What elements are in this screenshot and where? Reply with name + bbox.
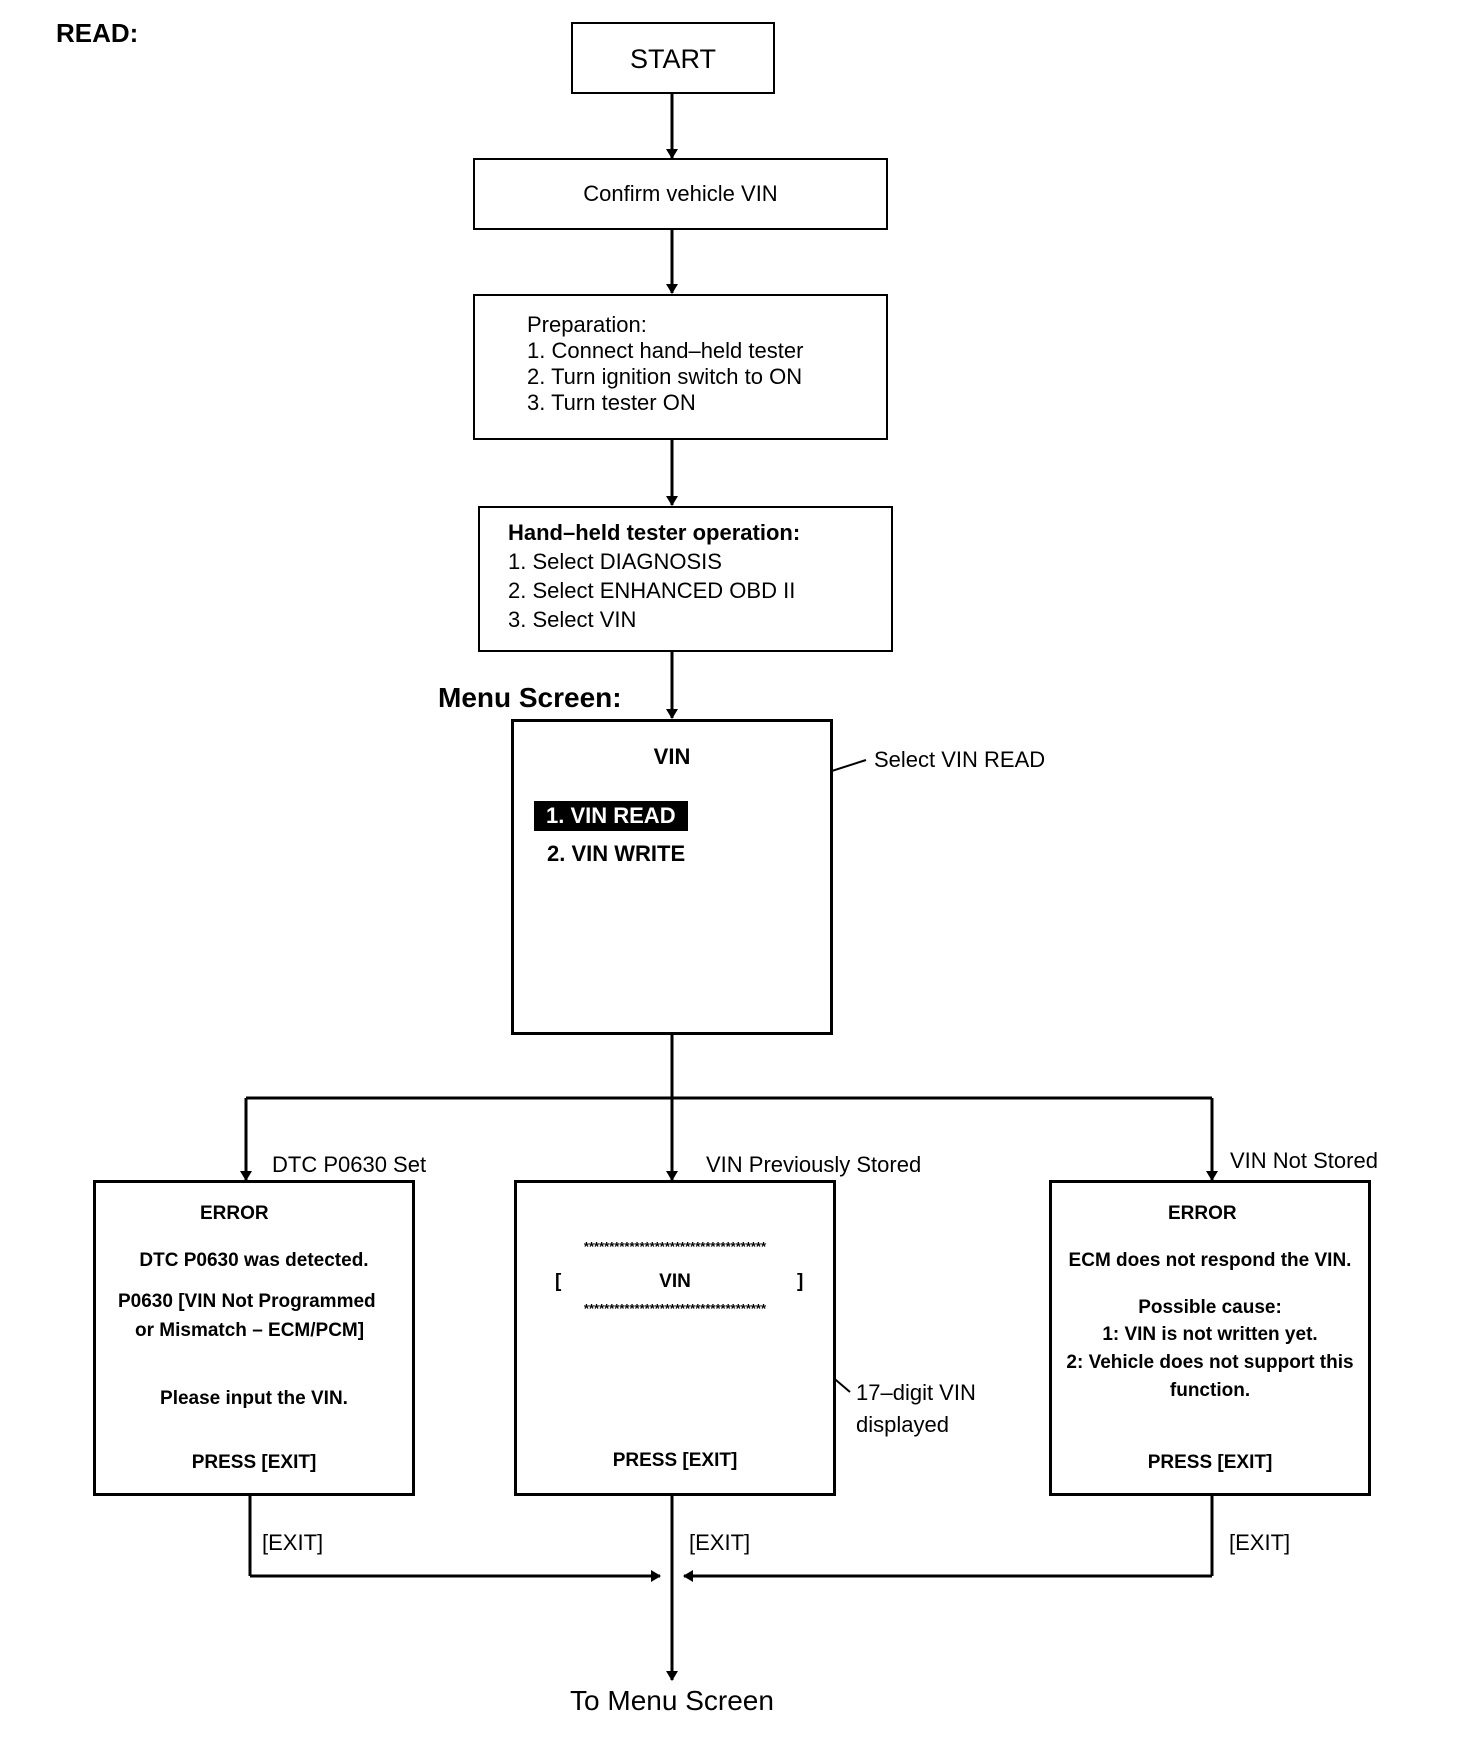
tester-step-1: 1. Select DIAGNOSIS <box>508 549 722 574</box>
dtc-detected-text: DTC P0630 was detected. <box>139 1250 369 1271</box>
press-exit-middle: PRESS [EXIT] <box>612 1450 738 1471</box>
menu-screen-box: VIN 1. VIN READ 2. VIN WRITE <box>511 719 833 1035</box>
possible-cause-2-cont: function. <box>1169 1380 1251 1401</box>
tester-operation-title: Hand–held tester operation: <box>508 520 801 545</box>
vin-display-screen: ************************************ [ V… <box>514 1180 836 1496</box>
callout-select-vin-read: Select VIN READ <box>874 747 1046 772</box>
to-menu-screen: To Menu Screen <box>570 1685 774 1716</box>
dtc-description-line2: or Mismatch – ECM/PCM] <box>135 1320 365 1341</box>
callout-17-digit-line2: displayed <box>856 1412 949 1437</box>
preparation-box: Preparation: 1. Connect hand–held tester… <box>473 294 888 440</box>
press-exit-right: PRESS [EXIT] <box>1147 1452 1273 1473</box>
dtc-description-line1: P0630 [VIN Not Programmed <box>118 1291 376 1312</box>
tester-step-2: 2. Select ENHANCED OBD II <box>508 578 796 603</box>
possible-cause-1: 1: VIN is not written yet. <box>1102 1324 1318 1345</box>
possible-cause-title: Possible cause: <box>1138 1297 1282 1318</box>
exit-label-right: [EXIT] <box>1229 1530 1291 1555</box>
ecm-no-response-text: ECM does not respond the VIN. <box>1068 1250 1352 1271</box>
error-title-left: ERROR <box>200 1203 269 1224</box>
menu-title: VIN <box>653 744 691 769</box>
error-title-right: ERROR <box>1168 1203 1237 1224</box>
stars-top: ************************************ <box>583 1239 767 1254</box>
press-exit-left: PRESS [EXIT] <box>191 1452 317 1473</box>
input-vin-prompt: Please input the VIN. <box>160 1388 348 1409</box>
preparation-step-1: 1. Connect hand–held tester <box>527 338 804 363</box>
tester-operation-box: Hand–held tester operation: 1. Select DI… <box>478 506 893 652</box>
error-screen-dtc: ERROR DTC P0630 was detected. P0630 [VIN… <box>93 1180 415 1496</box>
callout-17-digit-line1: 17–digit VIN <box>856 1380 976 1405</box>
branch-label-vin-not-stored: VIN Not Stored <box>1230 1148 1378 1173</box>
branch-label-vin-stored: VIN Previously Stored <box>706 1152 922 1177</box>
exit-label-left: [EXIT] <box>262 1530 324 1555</box>
bracket-close: ] <box>797 1271 804 1292</box>
confirm-vin-label: Confirm vehicle VIN <box>583 181 778 206</box>
stars-bottom: ************************************ <box>583 1301 767 1316</box>
start-label: START <box>629 44 716 74</box>
preparation-title: Preparation: <box>527 312 647 337</box>
menu-screen-heading: Menu Screen: <box>438 682 622 713</box>
vin-value: VIN <box>659 1271 691 1292</box>
bracket-open: [ <box>555 1271 562 1292</box>
preparation-step-3: 3. Turn tester ON <box>527 390 696 415</box>
start-box: START <box>571 22 775 94</box>
menu-item-vin-write[interactable]: 2. VIN WRITE <box>547 841 686 866</box>
menu-item-vin-read[interactable]: 1. VIN READ <box>534 801 688 831</box>
read-heading: READ: <box>56 18 139 48</box>
possible-cause-2: 2: Vehicle does not support this <box>1066 1352 1354 1373</box>
confirm-vin-box: Confirm vehicle VIN <box>473 158 888 230</box>
error-screen-no-vin: ERROR ECM does not respond the VIN. Poss… <box>1049 1180 1371 1496</box>
branch-label-dtc-set: DTC P0630 Set <box>272 1152 427 1177</box>
preparation-step-2: 2. Turn ignition switch to ON <box>527 364 803 389</box>
exit-label-middle: [EXIT] <box>689 1530 751 1555</box>
callout-17-digit-vin: 17–digit VIN displayed <box>856 1377 976 1441</box>
tester-step-3: 3. Select VIN <box>508 607 637 632</box>
